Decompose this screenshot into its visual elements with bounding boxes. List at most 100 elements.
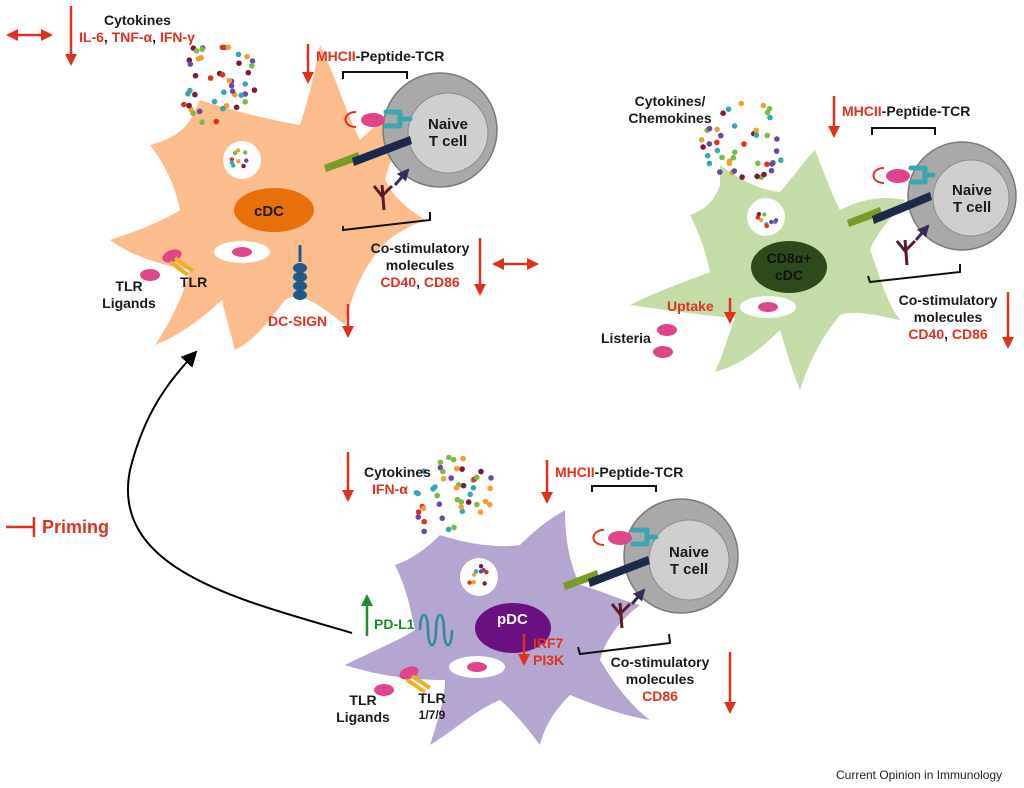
cd8-mhc-bracket [872,167,885,184]
cytokine-dot [249,58,256,64]
cdc-cytokine-dots [181,44,258,126]
cytokine-dot [219,71,226,78]
pdc-tlr-receptor [405,674,432,694]
cytokine-dot [698,137,705,143]
cytokine-dot [439,515,446,521]
cdc-vesicle-dots [229,148,249,169]
cdc-costim-line1: Co-stimulatory [370,240,470,256]
cytokine-dot [434,492,441,499]
cdc-tlr-label: TLR [180,274,208,290]
pdc-mhc-label: MHCII-Peptide-TCR [555,464,683,481]
cytokine-dot [220,105,226,112]
cytokine-dot [236,159,241,164]
cytokine-dot [192,91,198,98]
pdc-tcell-line1: Naive [668,544,710,561]
cytokine-dot [470,485,477,491]
cytokine-dot [420,505,427,512]
cytokine-dot [229,160,235,165]
cdc-cytokine-sep1: , [103,29,112,45]
priming-label: Priming [42,517,110,537]
cdc-cytokine-tnf: TNF-α [111,29,153,45]
priming-inhibition-mark [6,517,36,537]
cdc-mhc-rest: -Peptide-TCR [355,48,445,64]
cdc-nucleus [234,188,314,232]
cytokine-dot [725,106,732,112]
cdc-cd28-stalk [352,136,412,166]
pdc-costim-cd86: CD86 [642,688,678,704]
pdc-tlr-line2: 1/7/9 [418,708,446,722]
cytokine-dot [241,163,246,169]
pdc-peptide-stalk [563,570,599,590]
pdc-cd86-ligand [610,602,632,629]
cytokine-dot [451,524,457,531]
pdc-tlr-ligands-label: TLR Ligands [328,692,398,726]
cytokine-dot [730,154,737,161]
cytokine-dot [465,499,472,505]
cytokine-dot [415,509,422,515]
pdc-pi3k-label: PI3K [533,652,565,668]
pdc-tlr-ligands-line2: Ligands [336,709,390,725]
cdc-tlr-ligands-line2: Ligands [102,295,156,311]
cytokine-dot [244,53,250,60]
cdc-costim-sep: , [416,274,424,290]
cdc-costim-line2: molecules [385,257,455,273]
cdc-costim-cd40: CD40 [380,274,417,290]
cytokine-dot [764,109,771,116]
pd-l1-receptor [418,613,454,647]
pdc-tcell-line2: T cell [669,561,709,578]
cytokine-dot [753,127,759,134]
pdc-tcell-label: Naive T cell [659,544,719,578]
pdc-mhc-bracket-top [591,485,657,492]
cytokine-dot [473,569,479,574]
cytokine-dot [484,570,489,575]
cytokine-dot [758,217,764,223]
cytokine-dot [207,75,214,81]
cytokine-dot [753,132,760,138]
cytokine-dot [249,63,255,69]
cytokine-dot [421,528,428,535]
cytokine-dot [242,81,248,87]
cytokine-dot [760,102,767,109]
cd8-synapse [847,165,936,266]
cdc-name: cDC [254,203,285,220]
cytokine-dot [764,161,770,167]
pdc-irf7-label: IRF7 [533,635,564,651]
cd8-mhc-peptide [886,169,910,183]
cytokine-dot [486,501,493,508]
cd8-costim-sep: , [944,326,952,342]
cytokine-dot [467,580,472,585]
cytokine-dot [445,526,452,533]
cdc-mhc-peptide [361,113,385,127]
cytokine-dot [731,168,738,174]
cd8-costim-label: Co-stimulatory molecules CD40, CD86 [892,292,1004,343]
cd8-name: CD8α+ cDC [752,250,826,284]
pdc-tlr-ligands-line1: TLR [349,692,377,708]
cytokine-dot [706,160,713,167]
cdc-tlr-ligands-label: TLR Ligands [94,278,164,312]
cytokine-dot [436,501,443,508]
cytokine-dot [769,219,774,225]
cytokine-dot [778,157,784,163]
cd8-cytokine-dots [698,100,784,180]
cytokine-dot [432,484,438,490]
cytokine-dot [764,223,769,229]
cdc-tlr-receptor [168,256,195,277]
pdc-cd28-stalk [588,556,650,587]
cdc-tlr-ligand-1 [140,269,160,281]
cd8-cytokines-line1: Cytokines/ [634,93,706,109]
cd8-costim-mols: CD40, CD86 [892,326,1004,343]
cytokine-dot [471,580,476,585]
cytokine-dot [478,564,484,569]
pdc-mhc-red: MHCII [555,464,595,480]
cytokine-dot [453,465,460,472]
pdc-cytokines-title: Cytokines [364,464,431,480]
pdc-cytokines-value: IFN-α [372,481,408,497]
pdc-mhc-bracket [592,529,605,546]
cd8-vesicle-dots [755,212,779,229]
cdc-vesicle [223,141,261,179]
cytokine-dot [186,102,192,109]
cd8-mhc-label: MHCII-Peptide-TCR [842,103,970,120]
cd8-uptake-label: Uptake [667,298,714,314]
cytokine-dot [243,150,248,155]
